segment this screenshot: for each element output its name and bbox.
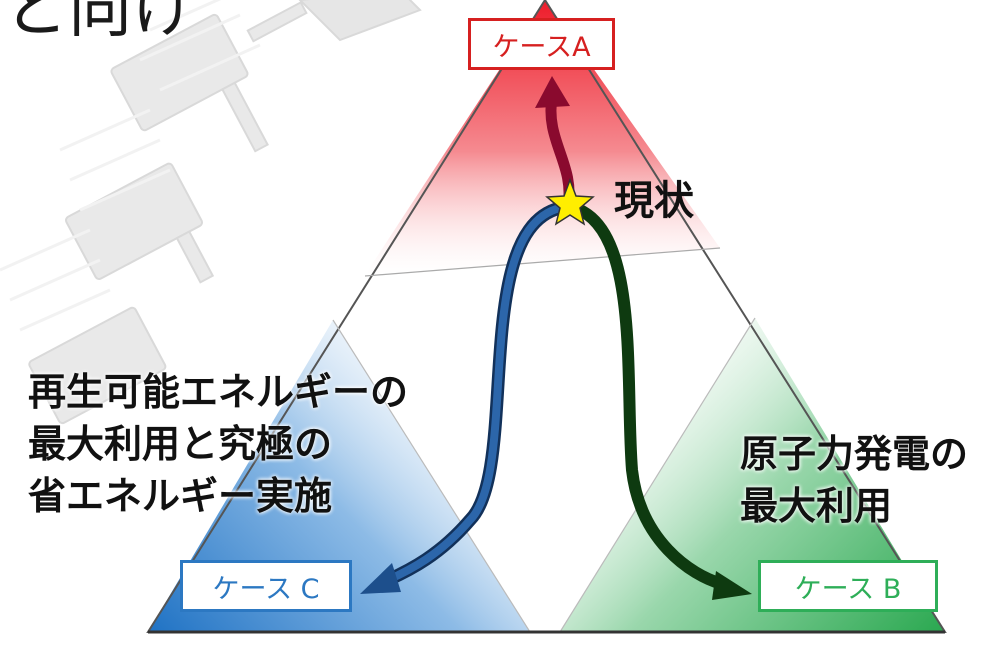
nuclear-path-line-2: 最大利用 [740, 484, 893, 528]
arrow-to-case-c [360, 201, 567, 594]
star-icon [545, 177, 595, 226]
arrow-to-case-b [569, 202, 752, 600]
renewable-path-line-2: 最大利用と究極の [28, 422, 333, 466]
case-b-label: ケース B [758, 560, 938, 612]
renewable-path-description: 再生可能エネルギーの 最大利用と究極の 省エネルギー実施 [28, 366, 408, 522]
solar-satellite-watermark [0, 0, 422, 425]
renewable-path-line-1: 再生可能エネルギーの [28, 370, 409, 414]
top-region-case-a [365, 0, 720, 275]
renewable-path-line-3: 省エネルギー実施 [28, 474, 333, 518]
right-region-case-b [560, 318, 945, 632]
case-a-label: ケースA [468, 18, 615, 70]
case-c-label: ケース C [180, 560, 352, 612]
nuclear-path-description: 原子力発電の 最大利用 [740, 428, 968, 532]
nuclear-path-line-1: 原子力発電の [740, 432, 969, 476]
title-fragment: と向け [4, 0, 196, 47]
current-state-label: 現状 [614, 178, 694, 224]
